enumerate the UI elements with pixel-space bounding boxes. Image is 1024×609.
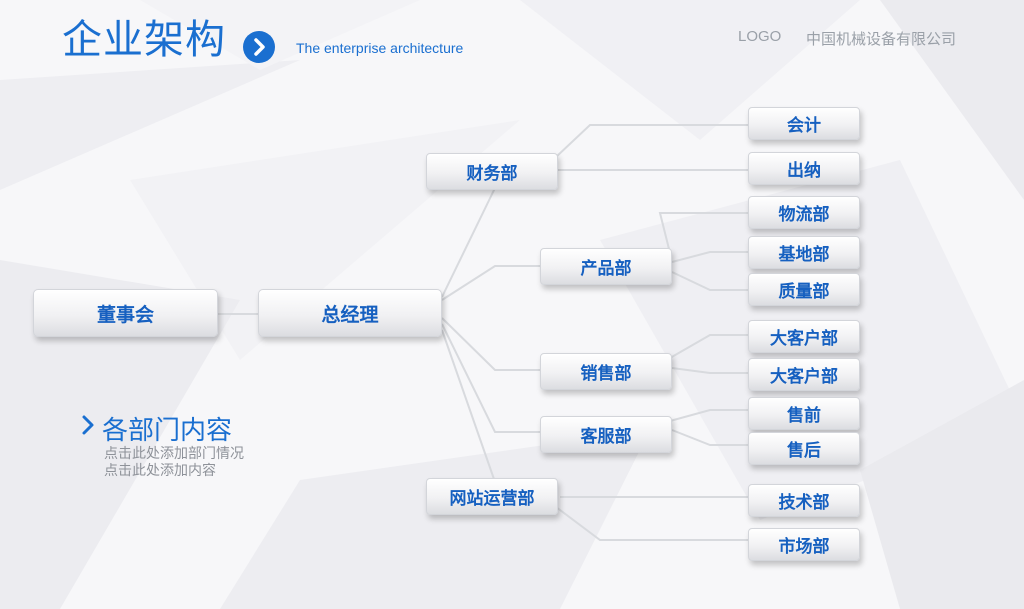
node-board: 董事会 [33, 289, 218, 337]
node-department: 网站运营部 [426, 478, 558, 515]
node-department: 客服部 [540, 416, 672, 453]
node-sub-department: 物流部 [748, 196, 860, 229]
logo: LOGO [738, 28, 782, 45]
node-sub-department: 市场部 [748, 528, 860, 561]
placeholder-text[interactable]: 点击此处添加内容 [104, 463, 216, 479]
node-sub-department: 售前 [748, 397, 860, 430]
node-sub-department: 售后 [748, 432, 860, 465]
section-heading: 各部门内容 [102, 416, 233, 446]
page-subtitle: The enterprise architecture [296, 40, 464, 56]
node-sub-department: 出纳 [748, 152, 860, 185]
node-sub-department: 基地部 [748, 236, 860, 269]
chevron-right-icon [82, 415, 94, 435]
node-ceo: 总经理 [258, 289, 442, 337]
placeholder-text[interactable]: 点击此处添加部门情况 [104, 446, 244, 462]
node-department: 财务部 [426, 153, 558, 190]
node-department: 产品部 [540, 248, 672, 285]
node-sub-department: 大客户部 [748, 358, 860, 391]
node-sub-department: 技术部 [748, 484, 860, 517]
node-department: 销售部 [540, 353, 672, 390]
chevron-right-icon [243, 31, 275, 63]
company-name: 中国机械设备有限公司 [806, 30, 957, 48]
node-sub-department: 会计 [748, 107, 860, 140]
page-title: 企业架构 [62, 17, 226, 63]
node-sub-department: 大客户部 [748, 320, 860, 353]
node-sub-department: 质量部 [748, 273, 860, 306]
